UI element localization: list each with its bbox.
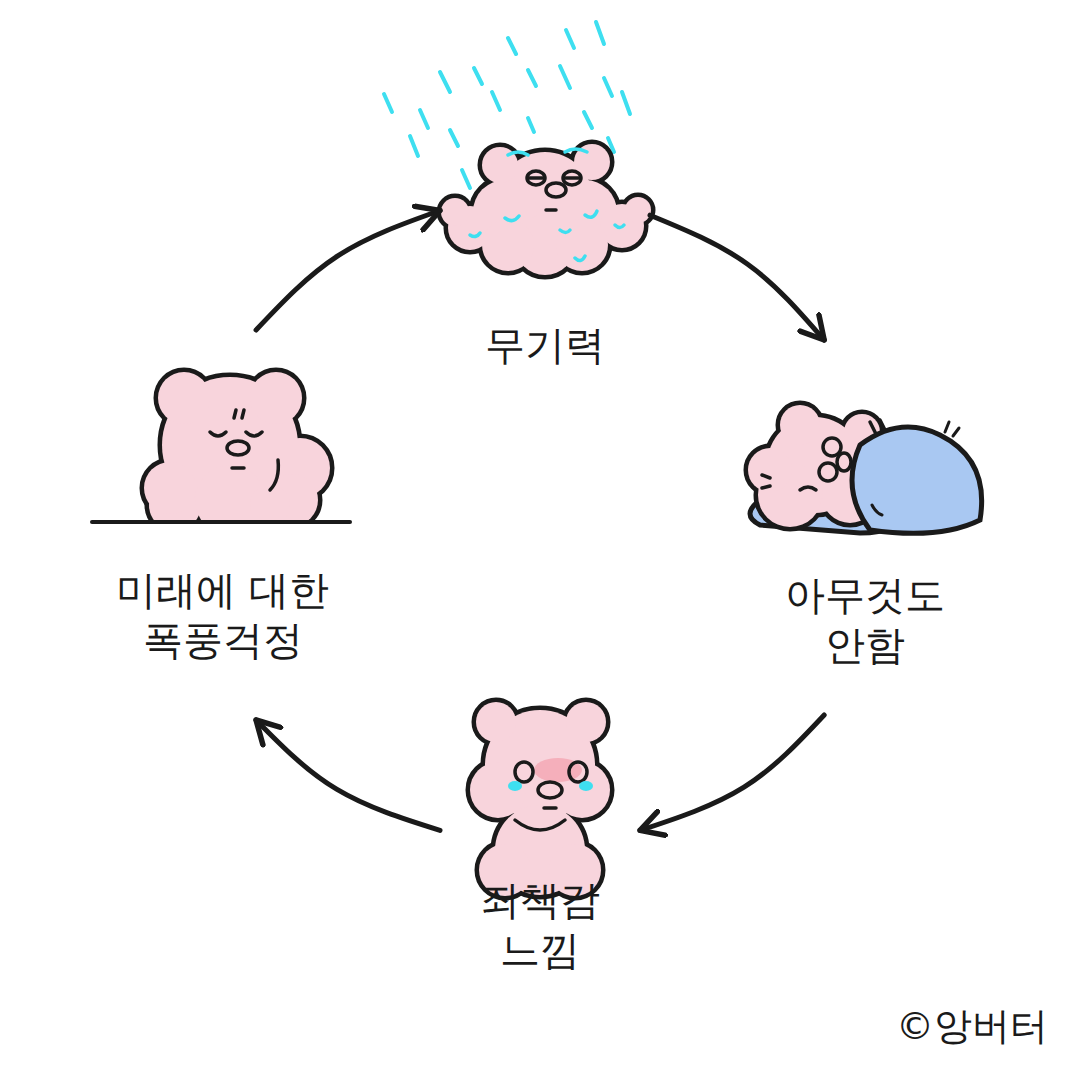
- cycle-arrow: [256, 211, 440, 331]
- cycle-arrow: [256, 720, 440, 830]
- guilty-bear: [470, 702, 610, 896]
- cycle-step: 죄책감 느낌: [440, 705, 640, 990]
- copyright-note: ©앙버터: [896, 1001, 1048, 1052]
- cycle-arrow: [640, 715, 824, 830]
- melting-bear: [441, 144, 651, 275]
- bear-in-bed: [748, 405, 982, 533]
- step-label: 아무것도 안함: [765, 570, 965, 670]
- cycle-step: 아무것도 안함: [745, 340, 985, 715]
- cycle-step: 미래에 대한 폭풍걱정: [70, 330, 375, 720]
- cycle-arrow: [650, 215, 824, 340]
- step-label: 무기력: [485, 320, 605, 370]
- worried-bear: [80, 372, 370, 584]
- step-label: 죄책감 느낌: [460, 875, 620, 975]
- step-label: 미래에 대한 폭풍걱정: [78, 565, 368, 665]
- cycle-step: 무기력: [440, 140, 650, 375]
